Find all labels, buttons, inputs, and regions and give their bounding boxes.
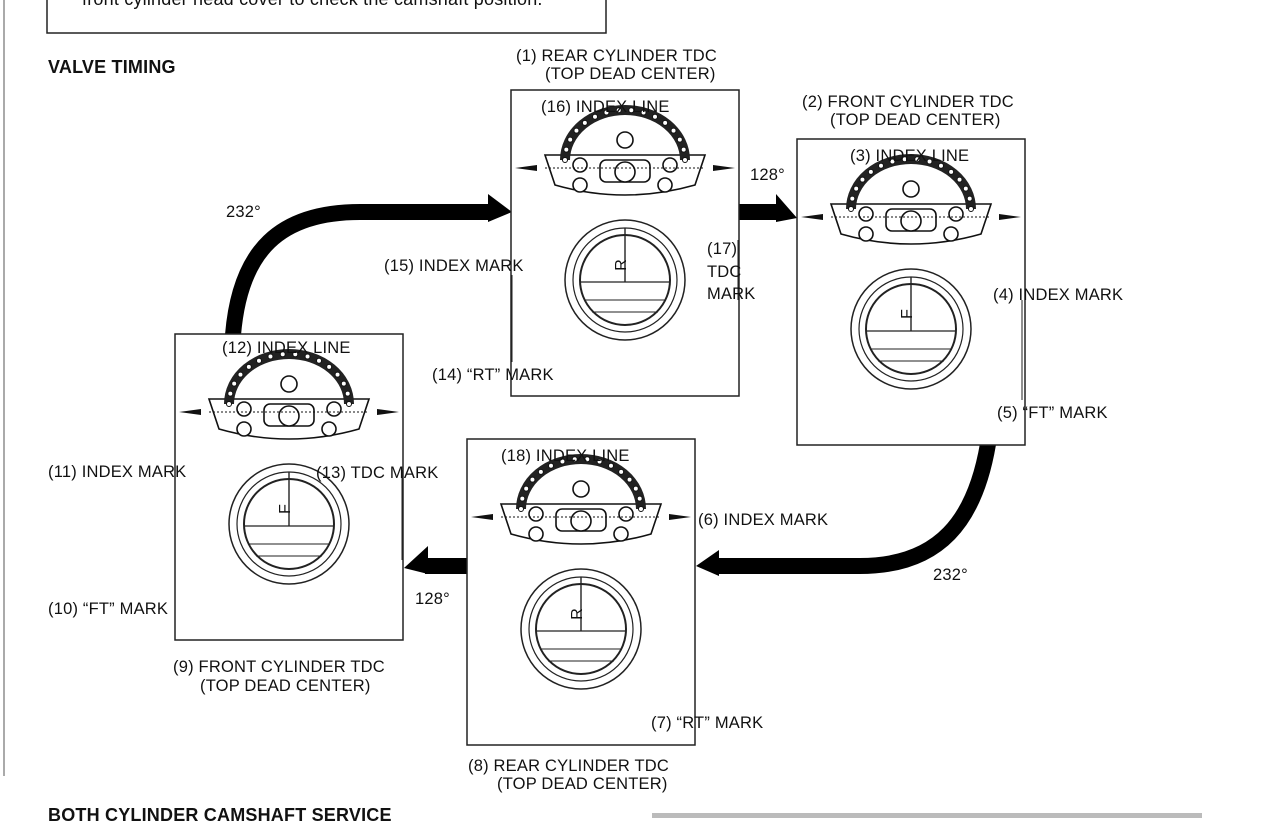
label-4: (4) INDEX MARK xyxy=(993,286,1124,304)
index-arrow-icon xyxy=(515,165,537,171)
label-8: (8) REAR CYLINDER TDC xyxy=(468,757,670,775)
arrowhead xyxy=(404,546,428,574)
cylinder-head-cover xyxy=(543,105,707,196)
angle-label: 232° xyxy=(226,203,261,221)
timing-window xyxy=(564,219,686,341)
rotation-arrow-232-right xyxy=(715,442,996,574)
label-13: (13) TDC MARK xyxy=(316,464,439,482)
angle-label: 232° xyxy=(933,566,968,584)
figure-edge xyxy=(652,813,1202,818)
label-8-sub: (TOP DEAD CENTER) xyxy=(497,775,668,793)
cylinder-mark-letter: R xyxy=(569,608,586,620)
label-17-mark: MARK xyxy=(707,285,756,303)
cylinder-head-cover xyxy=(829,154,993,245)
index-arrow-icon xyxy=(801,214,823,220)
label-16: (16) INDEX LINE xyxy=(541,98,670,116)
arrowhead xyxy=(776,194,797,222)
label-1-sub: (TOP DEAD CENTER) xyxy=(545,65,716,83)
label-18: (18) INDEX LINE xyxy=(501,447,630,465)
angle-label: 128° xyxy=(750,166,785,184)
label-3: (3) INDEX LINE xyxy=(850,147,970,165)
arrowhead xyxy=(696,550,719,576)
section-title: VALVE TIMING xyxy=(48,57,176,77)
index-arrow-icon xyxy=(179,409,201,415)
label-7: (7) “RT” MARK xyxy=(651,714,764,732)
timing-window xyxy=(228,463,350,585)
panel-front-tdc-left: F xyxy=(174,333,404,641)
label-14: (14) “RT” MARK xyxy=(432,366,554,384)
cylinder-mark-letter: F xyxy=(899,309,916,319)
label-17: (17) xyxy=(707,240,738,258)
note-box xyxy=(46,0,607,34)
label-5: (5) “FT” MARK xyxy=(997,404,1108,422)
index-arrow-icon xyxy=(471,514,493,520)
cylinder-head-cover xyxy=(499,454,663,545)
label-11: (11) INDEX MARK xyxy=(48,463,187,481)
leader-lines xyxy=(174,240,1023,705)
label-10: (10) “FT” MARK xyxy=(48,600,169,618)
panel-rear-tdc-bottom: R xyxy=(466,438,696,746)
label-2-sub: (TOP DEAD CENTER) xyxy=(830,111,1001,129)
index-arrow-icon xyxy=(999,214,1021,220)
cylinder-head-cover xyxy=(207,349,371,440)
index-arrow-icon xyxy=(713,165,735,171)
label-9-sub: (TOP DEAD CENTER) xyxy=(200,677,371,695)
label-6: (6) INDEX MARK xyxy=(698,511,829,529)
note-text: front cylinder head cover to check the c… xyxy=(82,0,543,8)
panel-front-tdc-right: F xyxy=(796,138,1026,446)
timing-window xyxy=(520,568,642,690)
label-17-tdc: TDC xyxy=(707,263,742,281)
angle-label: 128° xyxy=(415,590,450,608)
cylinder-mark-letter: R xyxy=(613,259,630,271)
index-arrow-icon xyxy=(377,409,399,415)
next-section-title: BOTH CYLINDER CAMSHAFT SERVICE xyxy=(48,805,392,825)
rotation-arrow-232-left xyxy=(225,204,492,336)
timing-window xyxy=(850,268,972,390)
index-arrow-icon xyxy=(669,514,691,520)
label-12: (12) INDEX LINE xyxy=(222,339,351,357)
panel-rear-tdc-top: R xyxy=(510,89,740,397)
label-1: (1) REAR CYLINDER TDC xyxy=(516,47,718,65)
cylinder-mark-letter: F xyxy=(277,504,294,514)
label-15: (15) INDEX MARK xyxy=(384,257,524,275)
label-2: (2) FRONT CYLINDER TDC xyxy=(802,93,1014,111)
label-9: (9) FRONT CYLINDER TDC xyxy=(173,658,385,676)
arrowhead xyxy=(488,194,512,222)
